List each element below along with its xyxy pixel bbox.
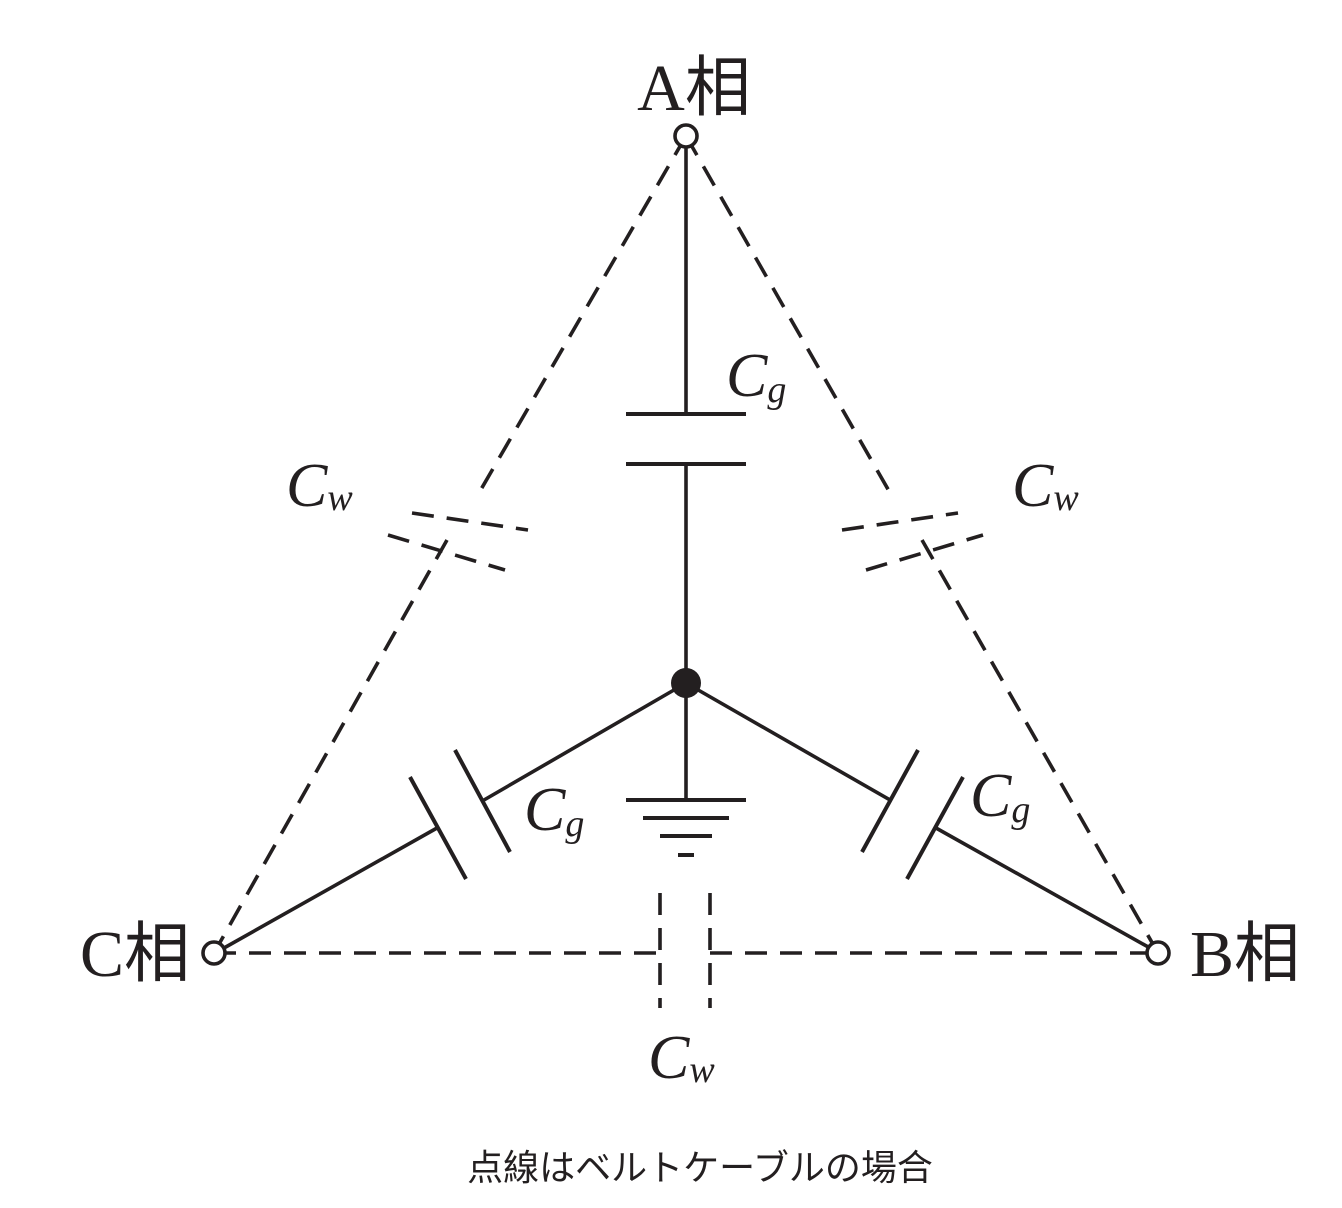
cw-ac-label-main: C [286, 452, 328, 520]
terminal-c [201, 940, 227, 966]
cw-cb-label-main: C [648, 1024, 690, 1092]
cg-a-label-sub: g [767, 369, 786, 411]
neutral-node [671, 668, 701, 698]
cw-ab-wire-upper [684, 135, 895, 499]
cg-b-plate-lower [905, 776, 965, 880]
cg-c-plate-upper [453, 749, 512, 853]
terminal-a [673, 123, 699, 149]
cg-c-label-sub: g [565, 803, 584, 845]
cw-ac-plate-upper [411, 511, 529, 532]
cw-ac-label: Cw [286, 452, 353, 520]
cg-c-wire-upper [483, 681, 687, 802]
cg-c-label: Cg [524, 776, 584, 845]
cg-a-label: Cg [726, 342, 786, 411]
diagram-caption: 点線はベルトケーブルの場合 [467, 1148, 933, 1189]
cw-ab-wire-lower [920, 539, 1160, 954]
cw-ac-label-sub: w [327, 477, 353, 519]
cw-ab-plate-lower [865, 533, 984, 572]
terminal-b [1145, 940, 1171, 966]
cw-ab-label-sub: w [1053, 477, 1079, 519]
cw-cb-label-sub: w [689, 1049, 715, 1091]
cg-c-label-main: C [524, 776, 566, 844]
cw-ab-plate-upper [841, 511, 959, 532]
cg-b-label: Cg [970, 762, 1030, 831]
cg-c-wire-lower [223, 826, 438, 950]
cw-ab-label: Cw [1012, 452, 1079, 520]
cg-b-wire-upper [685, 681, 891, 802]
phase-b-label: B相 [1190, 918, 1300, 991]
cg-b-label-main: C [970, 762, 1012, 830]
cg-b-wire-lower [935, 826, 1151, 950]
cw-ac-plate-lower [387, 533, 506, 572]
cg-b-label-sub: g [1011, 789, 1030, 831]
cw-ac-wire-upper [474, 135, 688, 499]
cw-ac-wire-lower [212, 539, 449, 954]
cw-cb-label: Cw [648, 1024, 715, 1092]
cg-c-plate-lower [408, 776, 468, 880]
cg-a-label-main: C [726, 342, 768, 410]
phase-a-label: A相 [637, 52, 751, 125]
phase-c-label: C相 [80, 918, 190, 991]
cg-b-plate-upper [860, 749, 920, 853]
cw-ab-label-main: C [1012, 452, 1054, 520]
